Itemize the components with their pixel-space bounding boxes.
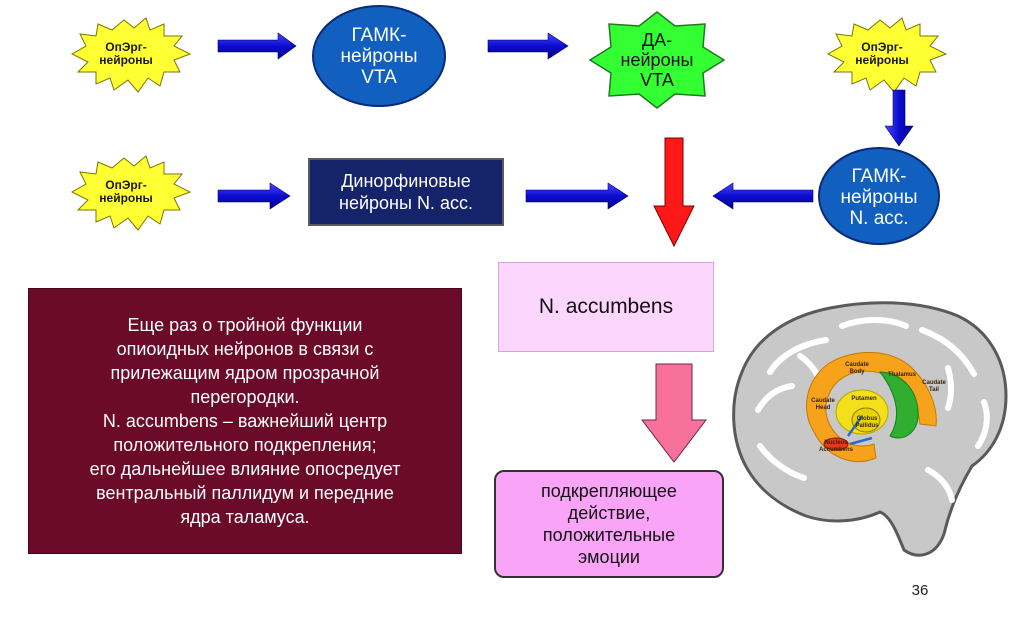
info-line: N. accumbens – важнейший центр [102, 411, 388, 431]
gaba-nacc-line-3: N. acc. [849, 207, 909, 229]
nucleus-line-2: Accumbens [818, 447, 853, 453]
arrow-da-to-nacc [653, 137, 695, 248]
nucleus-accumbens-red [823, 437, 849, 451]
gaba-nacc-line-2: нейроны [840, 186, 918, 208]
info-line: ядра таламуса. [180, 507, 310, 527]
caudate-tail-line-1: Caudate [922, 380, 946, 386]
gaba-vta-ellipse [312, 5, 446, 107]
gaba-vta-line-2: нейроны [340, 45, 418, 67]
operg-label-top-right: ОпЭрг- нейроны [850, 39, 914, 69]
gaba-vta-line-1: ГАМК- [351, 24, 407, 46]
result-line: эмоции [578, 547, 640, 567]
caudate-head-line-2: Head [815, 405, 831, 411]
result-line: подкрепляющее [541, 481, 677, 501]
nucleus-line-1: Nucleus [824, 440, 848, 446]
da-vta-star [588, 11, 726, 109]
brain-arrow-1 [846, 415, 864, 437]
info-line: Еще раз о тройной функции [127, 315, 363, 335]
operg-label-mid-left: ОпЭрг- нейроны [94, 177, 158, 207]
info-line: его дальнейшее влияние опосредует [89, 459, 401, 479]
gaba-nacc-label: ГАМК- нейроны N. acc. [822, 160, 936, 234]
operg-line-1: ОпЭрг- [105, 40, 147, 54]
gaba-nacc-ellipse [818, 147, 940, 245]
info-line: перегородки. [190, 387, 300, 407]
arrow-operg-to-dynorphin [217, 182, 291, 210]
info-line: вентральный паллидум и передние [96, 483, 394, 503]
globus-line-2: Pallidus [855, 423, 879, 429]
gaba-nacc-line-1: ГАМК- [851, 165, 907, 187]
thalamus-text: Thalamus [887, 372, 916, 378]
arrow-nacc-to-result [640, 363, 708, 463]
brain-illustration [732, 301, 1008, 557]
operg-line-2: нейроны [99, 191, 153, 205]
globus-pallidus [851, 407, 881, 433]
brain-label-putamen: Putamen [848, 396, 880, 403]
arrow-gaba-vta-to-da [487, 32, 569, 60]
caudate-tail-line-2: Tail [929, 387, 939, 393]
thalamus-green [878, 371, 919, 439]
brain-label-caudate-head: Caudate Head [808, 398, 838, 412]
dynorphin-box: Динорфиновые нейроны N. acc. [308, 158, 504, 226]
globus-line-1: Globus [856, 416, 878, 422]
arrow-gaba-nacc-to-center [712, 182, 814, 210]
operg-line-2: нейроны [99, 53, 153, 67]
dynorphin-line-2: нейроны N. acc. [339, 193, 473, 213]
result-line: действие, [567, 503, 651, 523]
arrow-operg-to-gaba-vta [217, 32, 297, 60]
operg-line-1: ОпЭрг- [861, 40, 903, 54]
caudate-head-line-1: Caudate [811, 398, 835, 404]
da-vta-line-3: VTA [640, 70, 674, 90]
operg-burst-mid-left [70, 155, 192, 231]
operg-line-2: нейроны [855, 53, 909, 67]
nacc-box: N. accumbens [498, 262, 714, 352]
brain-arrow-2 [849, 436, 873, 446]
gaba-vta-label: ГАМК- нейроны VTA [318, 18, 440, 94]
dynorphin-line-1: Динорфиновые [341, 171, 471, 191]
operg-line-1: ОпЭрг- [105, 178, 147, 192]
caudate-body-line-1: Caudate [845, 362, 869, 368]
arrow-operg-to-gaba-nacc [884, 89, 914, 147]
info-box: Еще раз о тройной функции опиоидных нейр… [28, 288, 462, 554]
da-vta-line-2: нейроны [620, 50, 694, 70]
result-line: положительные [542, 525, 676, 545]
info-line: положительного подкрепления; [113, 435, 377, 455]
da-vta-label: ДА- нейроны VTA [612, 28, 702, 92]
operg-burst-top-left [70, 17, 192, 93]
operg-label-top-left: ОпЭрг- нейроны [94, 39, 158, 69]
result-box: подкрепляющее действие, положительные эм… [494, 470, 724, 578]
page-number: 36 [911, 582, 929, 599]
arrow-dynorphin-to-center [525, 182, 629, 210]
brain-label-caudate-body: Caudate Body [840, 362, 874, 376]
gaba-vta-line-3: VTA [361, 66, 397, 88]
brain-label-caudate-tail: Caudate Tail [918, 380, 950, 394]
info-line: опиоидных нейронов в связи с [116, 339, 374, 359]
putamen-text: Putamen [851, 396, 877, 402]
caudate-body-line-2: Body [849, 369, 865, 375]
brain-label-nucleus-accumbens: Nucleus Accumbens [814, 440, 858, 454]
info-line: прилежащим ядром прозрачной [110, 363, 380, 383]
nacc-label: N. accumbens [538, 295, 674, 318]
brain-label-globus-pallidus: Globus Pallidus [854, 416, 880, 430]
brain-label-thalamus: Thalamus [884, 372, 920, 379]
da-vta-line-1: ДА- [641, 30, 673, 50]
